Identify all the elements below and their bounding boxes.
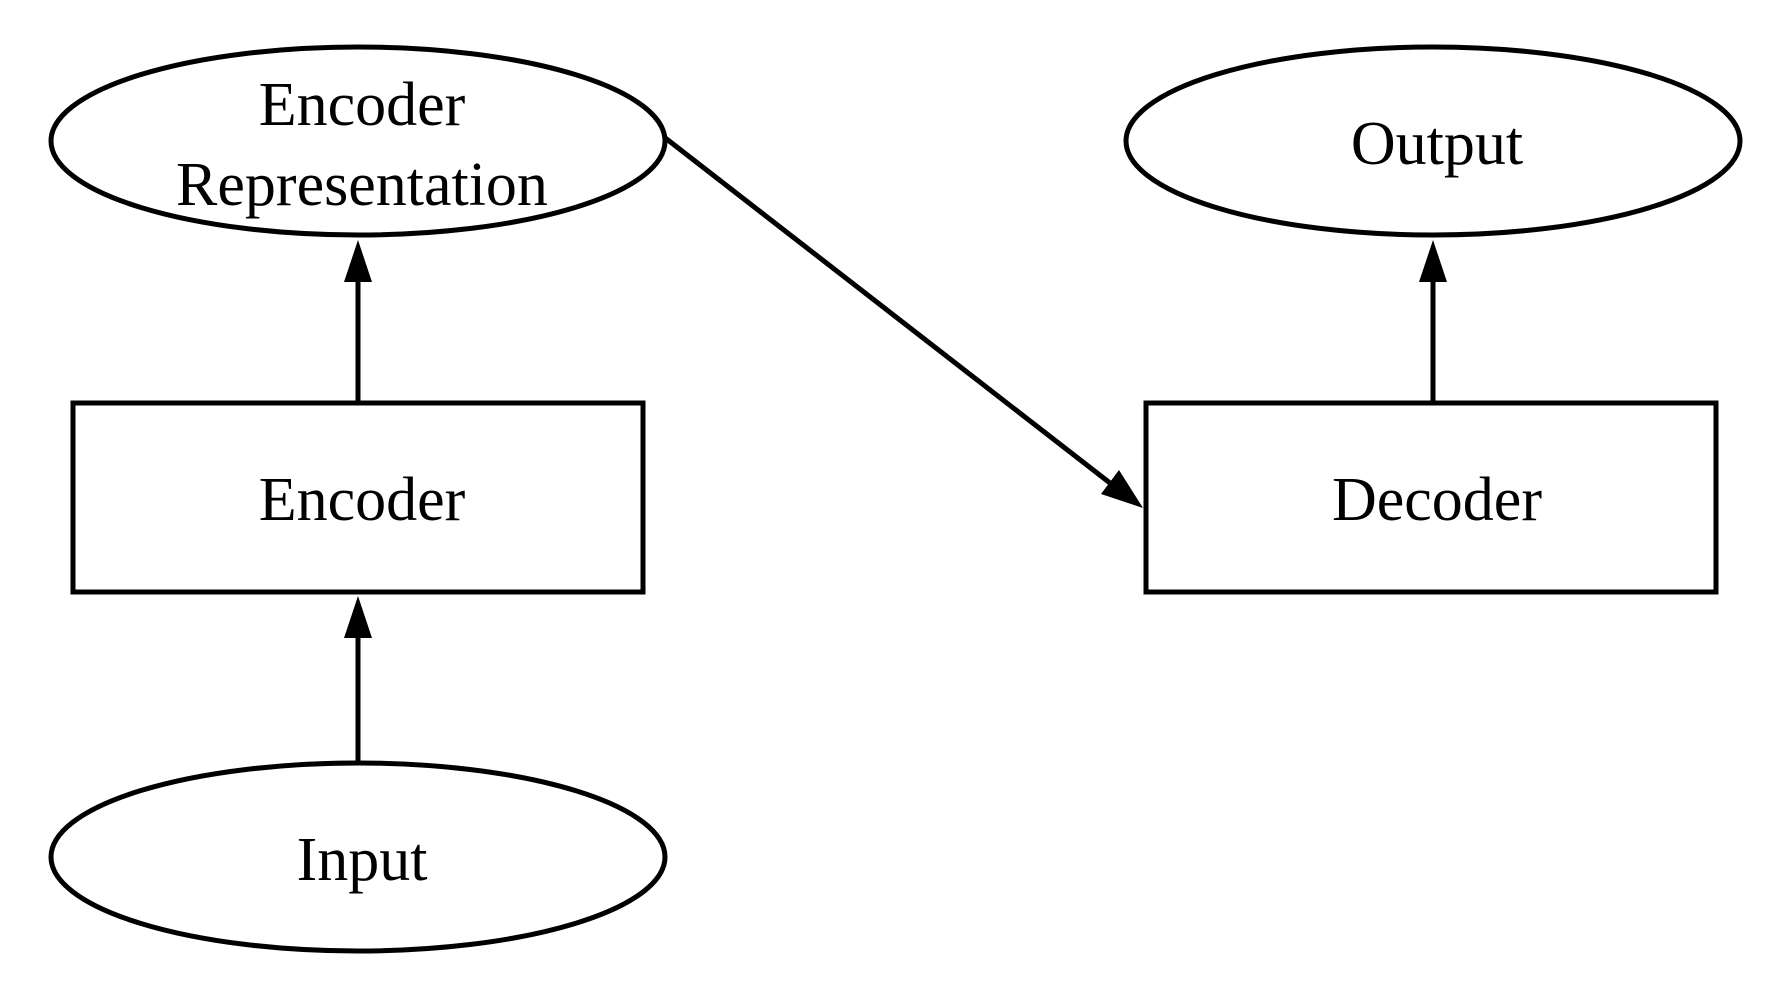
input-label: Input (297, 826, 428, 894)
encoder-representation-label-line-2: Representation (176, 151, 548, 219)
edge-decoder-to-output (1419, 240, 1447, 401)
decoder-node: Decoder (1143, 400, 1719, 595)
encoder-label: Encoder (259, 466, 466, 534)
encoder-representation-label-line-1: Encoder (259, 71, 466, 139)
edge-input-to-encoder (344, 596, 372, 762)
edge-representation-to-decoder (662, 135, 1143, 508)
output-node: Output (1123, 44, 1743, 238)
encoder-node: Encoder (70, 400, 646, 595)
input-node: Input (48, 760, 668, 954)
encoder-representation-node: Encoder Representation (48, 44, 668, 238)
edge-encoder-to-representation (344, 240, 372, 401)
decoder-label: Decoder (1332, 466, 1542, 534)
output-label: Output (1351, 110, 1523, 178)
